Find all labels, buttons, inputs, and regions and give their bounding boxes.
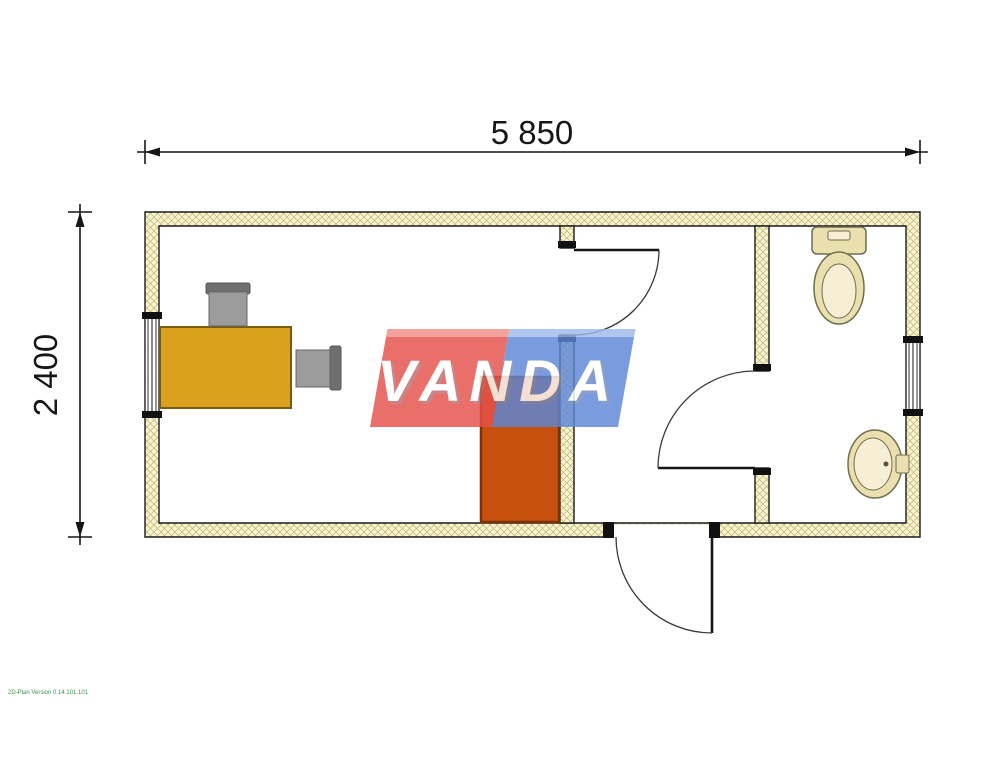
window-left-jamb-bottom [142, 411, 162, 418]
chair-top [205, 282, 251, 327]
dimension-vertical: 2 400 [27, 204, 92, 545]
sink-drain [883, 461, 889, 467]
chair-top-seat [208, 291, 248, 327]
entrance-opening [603, 522, 720, 538]
dimension-horizontal: 5 850 [137, 114, 928, 164]
watermark-blue-block [492, 337, 634, 427]
height-dimension-label: 2 400 [27, 334, 64, 417]
footer-version-note: 2D-Plan Version 0.14.101.101 [8, 690, 89, 696]
window-right-jamb-bottom [903, 409, 923, 416]
toilet [811, 226, 867, 325]
watermark-text: VANDA [377, 349, 619, 414]
window-right [903, 336, 923, 416]
desk [159, 326, 292, 409]
sink [847, 429, 910, 499]
watermark-blue-top-face [508, 329, 636, 337]
watermark: VANDA VANDA [370, 329, 636, 427]
dimension-arrow-left [145, 147, 160, 157]
toilet-bowl-inner [821, 263, 857, 319]
entrance-gap [613, 524, 710, 538]
entrance-jamb-left [603, 522, 614, 538]
watermark-red-block [370, 337, 508, 427]
entrance-jamb-right [709, 522, 720, 538]
entrance-door [615, 536, 714, 634]
partition-wc-lower [754, 467, 770, 524]
watermark-text-shadow: VANDA [380, 352, 622, 417]
watermark-red-top-face [386, 329, 510, 337]
chair-side-seat [295, 349, 331, 388]
toilet-flush-button [827, 230, 851, 241]
chair-side-backrest [329, 345, 342, 391]
entrance-door-swing-arc [615, 536, 713, 634]
sink-tap [895, 454, 910, 474]
wc-door [657, 370, 756, 470]
sink-basin-inner [853, 437, 893, 491]
window-left-jamb-top [142, 312, 162, 319]
wc-door-jamb-top [753, 364, 771, 371]
window-right-jamb-top [903, 336, 923, 343]
partition-wc-upper [754, 225, 770, 372]
office-door-jamb-top [558, 241, 576, 248]
wc-door-jamb-bottom [753, 468, 771, 475]
dimension-arrow-up [75, 212, 85, 227]
dimension-arrow-right [905, 147, 920, 157]
outer-wall [144, 211, 921, 538]
window-left [142, 312, 162, 418]
dimension-arrow-down [75, 522, 85, 537]
chair-side [295, 345, 342, 391]
width-dimension-label: 5 850 [491, 114, 574, 151]
wc-door-swing-arc [657, 370, 756, 469]
